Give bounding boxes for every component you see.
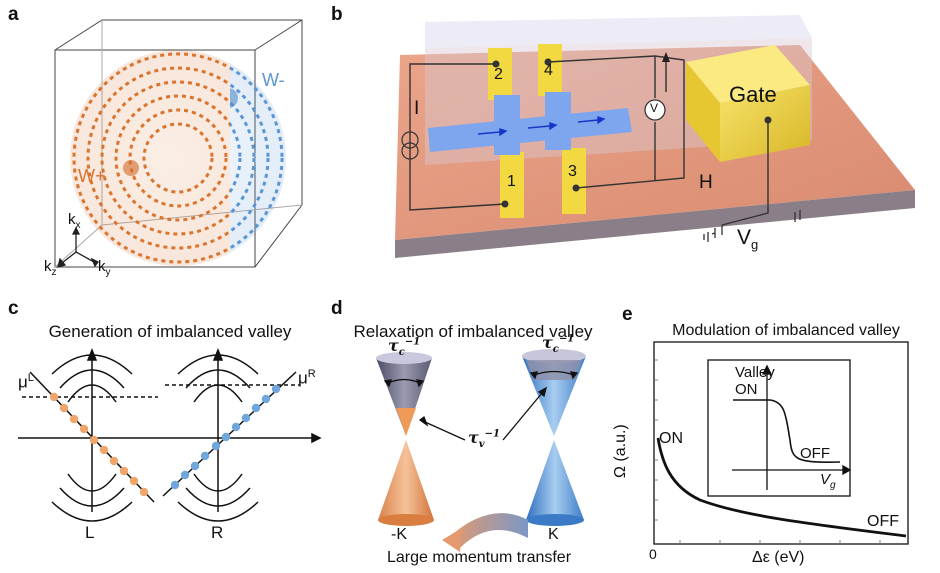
inset-ylabel: Valley <box>735 364 775 381</box>
minus-k-label: -K <box>391 526 407 543</box>
substrate-front <box>395 190 915 258</box>
occupied-states-L <box>49 392 149 497</box>
inset-on-label: ON <box>735 381 758 398</box>
valley-r-label: R <box>211 523 224 542</box>
gate-label: Gate <box>729 82 777 107</box>
cone-k <box>522 349 586 526</box>
valley-l-label: L <box>85 523 95 542</box>
inset-xlabel: Vg <box>820 471 836 491</box>
panel-e-title: Modulation of imbalanced valley <box>672 322 900 339</box>
hall-bar-channel <box>428 92 632 155</box>
panel-label-d: d <box>331 298 343 319</box>
momentum-caption: Large momentum transfer <box>386 549 572 566</box>
mu-l-label: μL <box>18 372 34 392</box>
inset-off-label: OFF <box>800 445 830 462</box>
e-xlabel: Δε (eV) <box>752 549 805 566</box>
e-axis-ticks <box>654 359 881 544</box>
tau-c-left: τc−1 <box>388 336 421 359</box>
contact-pads <box>488 44 586 218</box>
field-arrow <box>662 52 670 62</box>
circuit-wires <box>409 55 769 226</box>
panel-d-title: Relaxation of imbalanced valley <box>353 322 593 341</box>
tau-v-label: τv−1 <box>468 428 500 451</box>
terminal-4-label: 4 <box>544 62 553 79</box>
k-axes <box>57 226 99 268</box>
current-arrows <box>477 116 606 137</box>
terminal-1-label: 1 <box>507 173 516 190</box>
cone-minus-k <box>376 352 434 526</box>
terminal-2-label: 2 <box>494 66 503 83</box>
field-label: H <box>699 172 713 193</box>
ky-label: ky <box>98 258 111 278</box>
w-minus-label: W- <box>262 70 285 90</box>
w-plus-label: W+ <box>78 166 106 186</box>
k-label: K <box>548 526 559 543</box>
panel-label-e: e <box>622 304 633 325</box>
glass-layer <box>425 15 812 48</box>
tau-c-right: τc−1 <box>542 333 575 356</box>
kz-label: kz <box>44 258 57 278</box>
e-x-origin: 0 <box>649 546 657 562</box>
vg-label: Vg <box>737 226 759 253</box>
terminal-3-label: 3 <box>568 163 577 180</box>
momentum-transfer-arrow <box>448 513 528 548</box>
terminal-dots <box>492 58 772 208</box>
kx-label: kx <box>68 211 81 231</box>
panel-label-a: a <box>8 4 19 25</box>
e-off-label: OFF <box>867 513 899 530</box>
voltmeter-label: V <box>650 101 659 115</box>
current-label: I <box>414 98 420 119</box>
panel-label-c: c <box>8 298 19 319</box>
current-source-symbol <box>401 131 419 149</box>
voltmeter-symbol <box>644 99 666 121</box>
occupied-states-R <box>170 384 281 490</box>
panel-c-title: Generation of imbalanced valley <box>48 322 292 341</box>
e-on-label: ON <box>659 430 683 447</box>
omega-curve <box>656 437 907 538</box>
panel-label-b: b <box>331 4 343 25</box>
mu-r-label: μR <box>298 368 316 388</box>
berry-sphere <box>70 50 286 266</box>
e-ylabel: Ω (a.u.) <box>612 424 629 478</box>
gate-battery <box>703 210 801 242</box>
gate-electrode <box>686 45 810 162</box>
